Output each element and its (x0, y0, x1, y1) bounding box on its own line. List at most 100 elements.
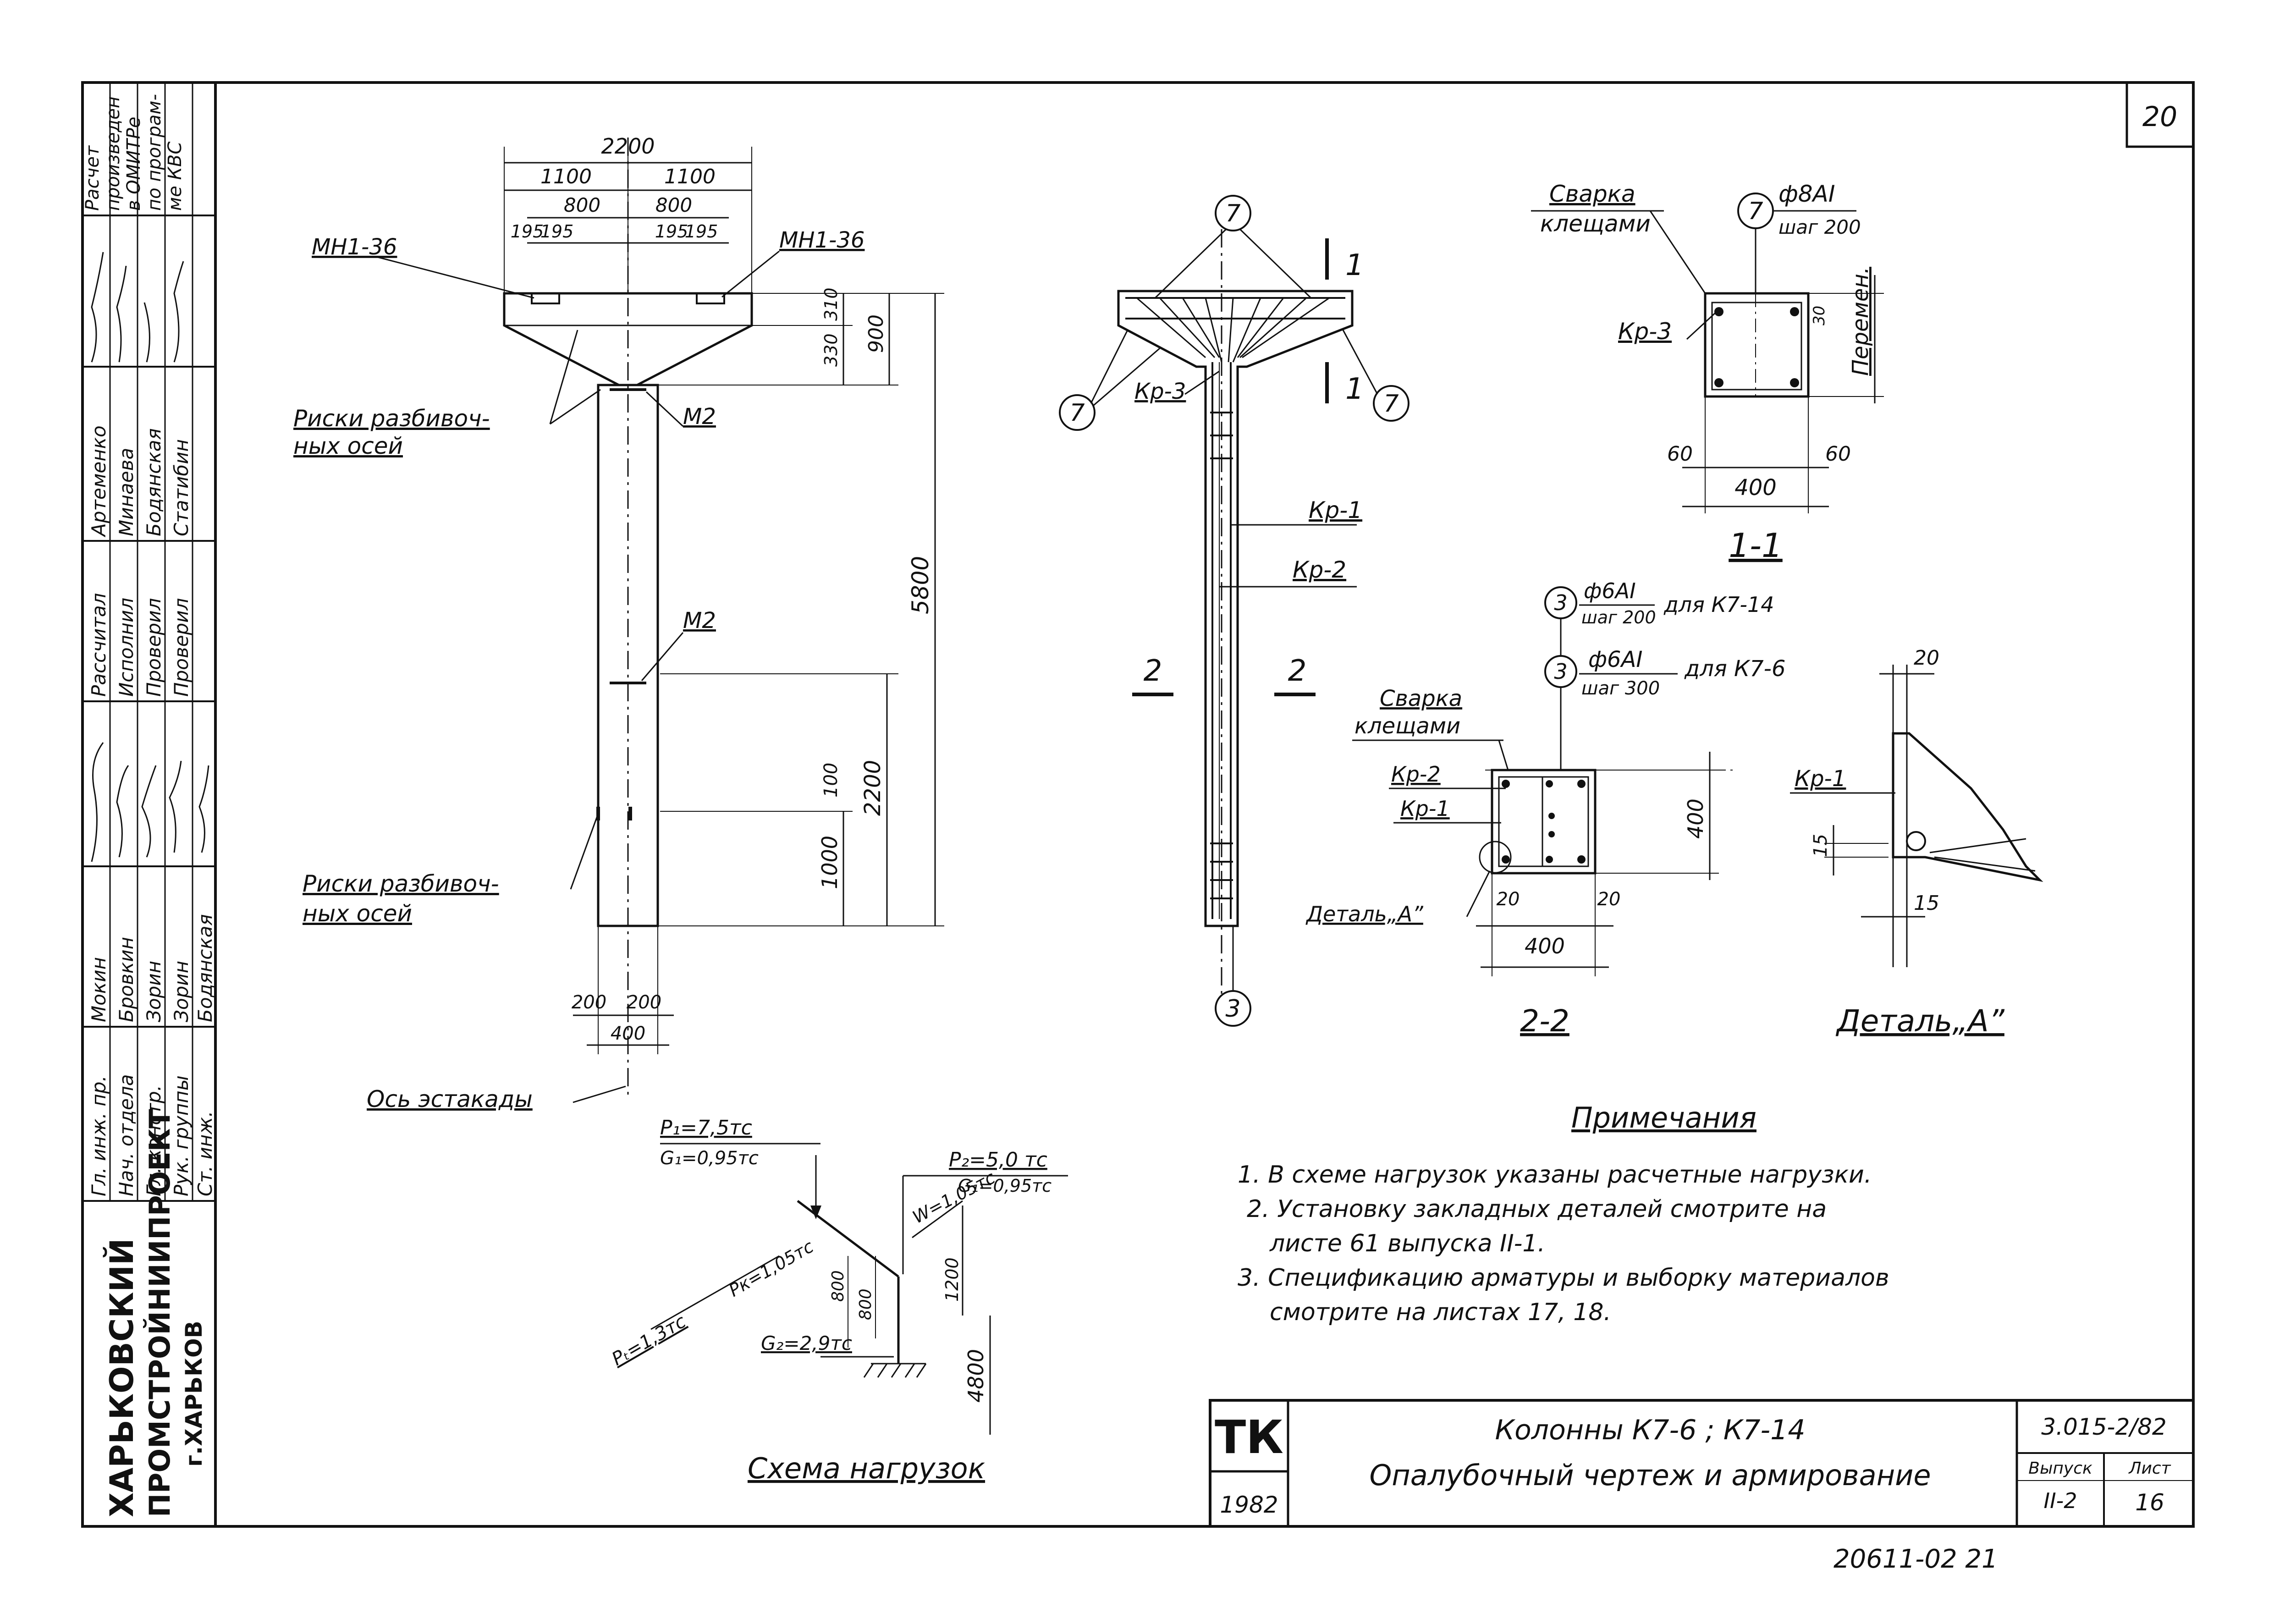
weld-label-2b: клещами (1354, 713, 1460, 739)
axis-label-1b: ных осей (293, 433, 403, 459)
dim-400-bottom: 400 (611, 1023, 645, 1044)
issue-value: II-2 (2044, 1488, 2077, 1513)
name-b-2: Минаева (115, 448, 138, 536)
side-stamp-block: Гл. инж. пр. Нач. отдела Гл. констр. Рук… (82, 83, 216, 1517)
calc-note-1: Расчет (82, 145, 103, 211)
detail-a-title: Деталь„А” (1835, 1003, 2004, 1039)
section-mark-1-top: 1 (1345, 248, 1364, 282)
name-a-5: Бодянская (194, 914, 216, 1022)
dim-800-a: 800 (829, 1270, 848, 1302)
section-mark-2-left: 2 (1144, 654, 1162, 688)
weld-label-2a: Сварка (1380, 686, 1462, 711)
weld-label-1b: клещами (1540, 210, 1651, 237)
dim-800-left: 800 (564, 194, 600, 216)
org-line-2: ПРОМСТРОЙНИИПРОЕКТ (143, 1109, 176, 1517)
dim-195-b: 195 (540, 221, 574, 242)
kr3-section11: Кр-3 (1618, 318, 1672, 345)
calc-note-4: по програм- (144, 94, 165, 211)
dim-15-horiz: 15 (1914, 892, 1939, 915)
kr1-section22: Кр-1 (1400, 796, 1450, 821)
section-mark-1-bottom: 1 (1345, 372, 1364, 406)
dim-100: 100 (820, 763, 842, 798)
note-line-1: 1. В схеме нагрузок указаны расчетные на… (1238, 1161, 1872, 1189)
role-2: Нач. отдела (115, 1074, 138, 1196)
section-mark-2-right: 2 (1288, 654, 1307, 688)
dim-800-right: 800 (655, 194, 692, 216)
tk-logo: ТК (1215, 1410, 1283, 1464)
dim-330: 330 (821, 333, 841, 367)
load-pt: Pₜ=1,3тс (608, 1311, 689, 1370)
title-block: ТК 1982 Колонны К7-6 ; К7-14 Опалубочный… (1209, 1399, 2195, 1528)
variable-label: Перемен. (1848, 267, 1873, 376)
name-a-3: Зорин (143, 961, 165, 1022)
dim-1100-left: 1100 (540, 165, 592, 188)
role-4: Рук. группы (170, 1075, 193, 1196)
dim-195-a: 195 (511, 221, 544, 242)
load-g2: G₂=2,9тс (761, 1332, 852, 1354)
dim-1200: 1200 (942, 1257, 962, 1302)
note-line-4: 3. Спецификацию арматуры и выборку матер… (1238, 1264, 1889, 1292)
step-22a: шаг 200 (1581, 607, 1656, 628)
dim-800-b: 800 (856, 1288, 875, 1320)
dim-5800: 5800 (907, 556, 934, 614)
detail-a: 20 Кр-1 15 15 Деталь„А” (1790, 646, 2043, 1039)
dim-400-horiz-22: 400 (1525, 934, 1565, 958)
notes-title: Примечания (1571, 1101, 1756, 1134)
notes: Примечания 1. В схеме нагрузок указаны р… (1238, 1101, 1889, 1326)
dim-900: 900 (864, 314, 888, 353)
reinforcement-view: 7 7 7 1 1 Кр-3 Кр-1 Кр-2 2 2 3 (1059, 195, 1410, 1027)
dim-20-detail: 20 (1914, 646, 1939, 670)
mark-mn-left: МН1-36 (312, 234, 397, 260)
for-22a: для К7-14 (1663, 592, 1774, 617)
marker-3-a: 3 (1554, 590, 1567, 615)
kr3-label: Кр-3 (1134, 379, 1186, 404)
role2-2: Исполнил (115, 598, 138, 697)
signatures (91, 742, 209, 862)
kr1-detail: Кр-1 (1795, 766, 1846, 792)
load-pk: Pк=1,05тс (726, 1236, 817, 1301)
dim-4800: 4800 (964, 1349, 988, 1403)
load-g1b: G₁=0,95тс (958, 1176, 1052, 1196)
load-scheme: P₁=7,5тс G₁=0,95тс P₂=5,0 тс G₁=0,95тс W… (608, 1116, 1068, 1485)
sheet-label: Лист (2128, 1459, 2171, 1478)
dim-200-a: 200 (572, 992, 606, 1013)
doc-code: 3.015-2/82 (2041, 1414, 2166, 1440)
title-line-2: Опалубочный чертеж и армирование (1369, 1459, 1931, 1492)
org-line-3: г.ХАРЬКОВ (181, 1321, 207, 1467)
dim-2200-right: 2200 (860, 760, 886, 816)
weld-label-1a: Сварка (1549, 181, 1635, 207)
marker-7-left: 7 (1069, 399, 1085, 427)
dim-60-right: 60 (1825, 442, 1851, 466)
step-22b: шаг 300 (1581, 678, 1660, 699)
calc-note-5: ме КВС (165, 142, 186, 211)
rebar-11: ф8АI (1778, 181, 1835, 207)
axis-estakady-label: Ось эстакады (367, 1086, 533, 1112)
marker-7-top: 7 (1225, 200, 1240, 227)
sheet-value: 16 (2135, 1489, 2164, 1516)
role-5: Ст. инж. (194, 1111, 216, 1196)
column-elevation: 2200 1100 1100 800 800 195 195 195 195 М… (293, 134, 944, 1112)
dim-15-vert: 15 (1810, 834, 1831, 857)
outer-frame (81, 81, 2195, 1528)
load-p1: P₁=7,5тс (660, 1116, 752, 1140)
step-11: шаг 200 (1778, 216, 1861, 238)
mark-m2-upper: М2 (683, 404, 716, 429)
kr1-label: Кр-1 (1309, 497, 1362, 523)
calc-note-3: в ОМИТРе (123, 117, 144, 211)
sheet-number: 20 (2142, 101, 2177, 133)
dim-20-left-22: 20 (1497, 889, 1520, 910)
name-a-2: Бровкин (115, 937, 138, 1022)
org-line-1: ХАРЬКОВСКИЙ (103, 1238, 141, 1517)
kr2-label: Кр-2 (1293, 556, 1346, 583)
section-11-title: 1-1 (1729, 526, 1783, 565)
name-a-1: Мокин (88, 957, 110, 1022)
dim-2200-top: 2200 (601, 134, 655, 159)
marker-3-bottom: 3 (1225, 995, 1240, 1023)
dim-1100-right: 1100 (664, 165, 716, 188)
role2-4: Проверил (170, 598, 193, 697)
role-3: Гл. констр. (143, 1085, 165, 1196)
dim-30: 30 (1810, 306, 1828, 325)
dim-60-left: 60 (1667, 442, 1693, 466)
dim-400-section11: 400 (1734, 475, 1777, 501)
